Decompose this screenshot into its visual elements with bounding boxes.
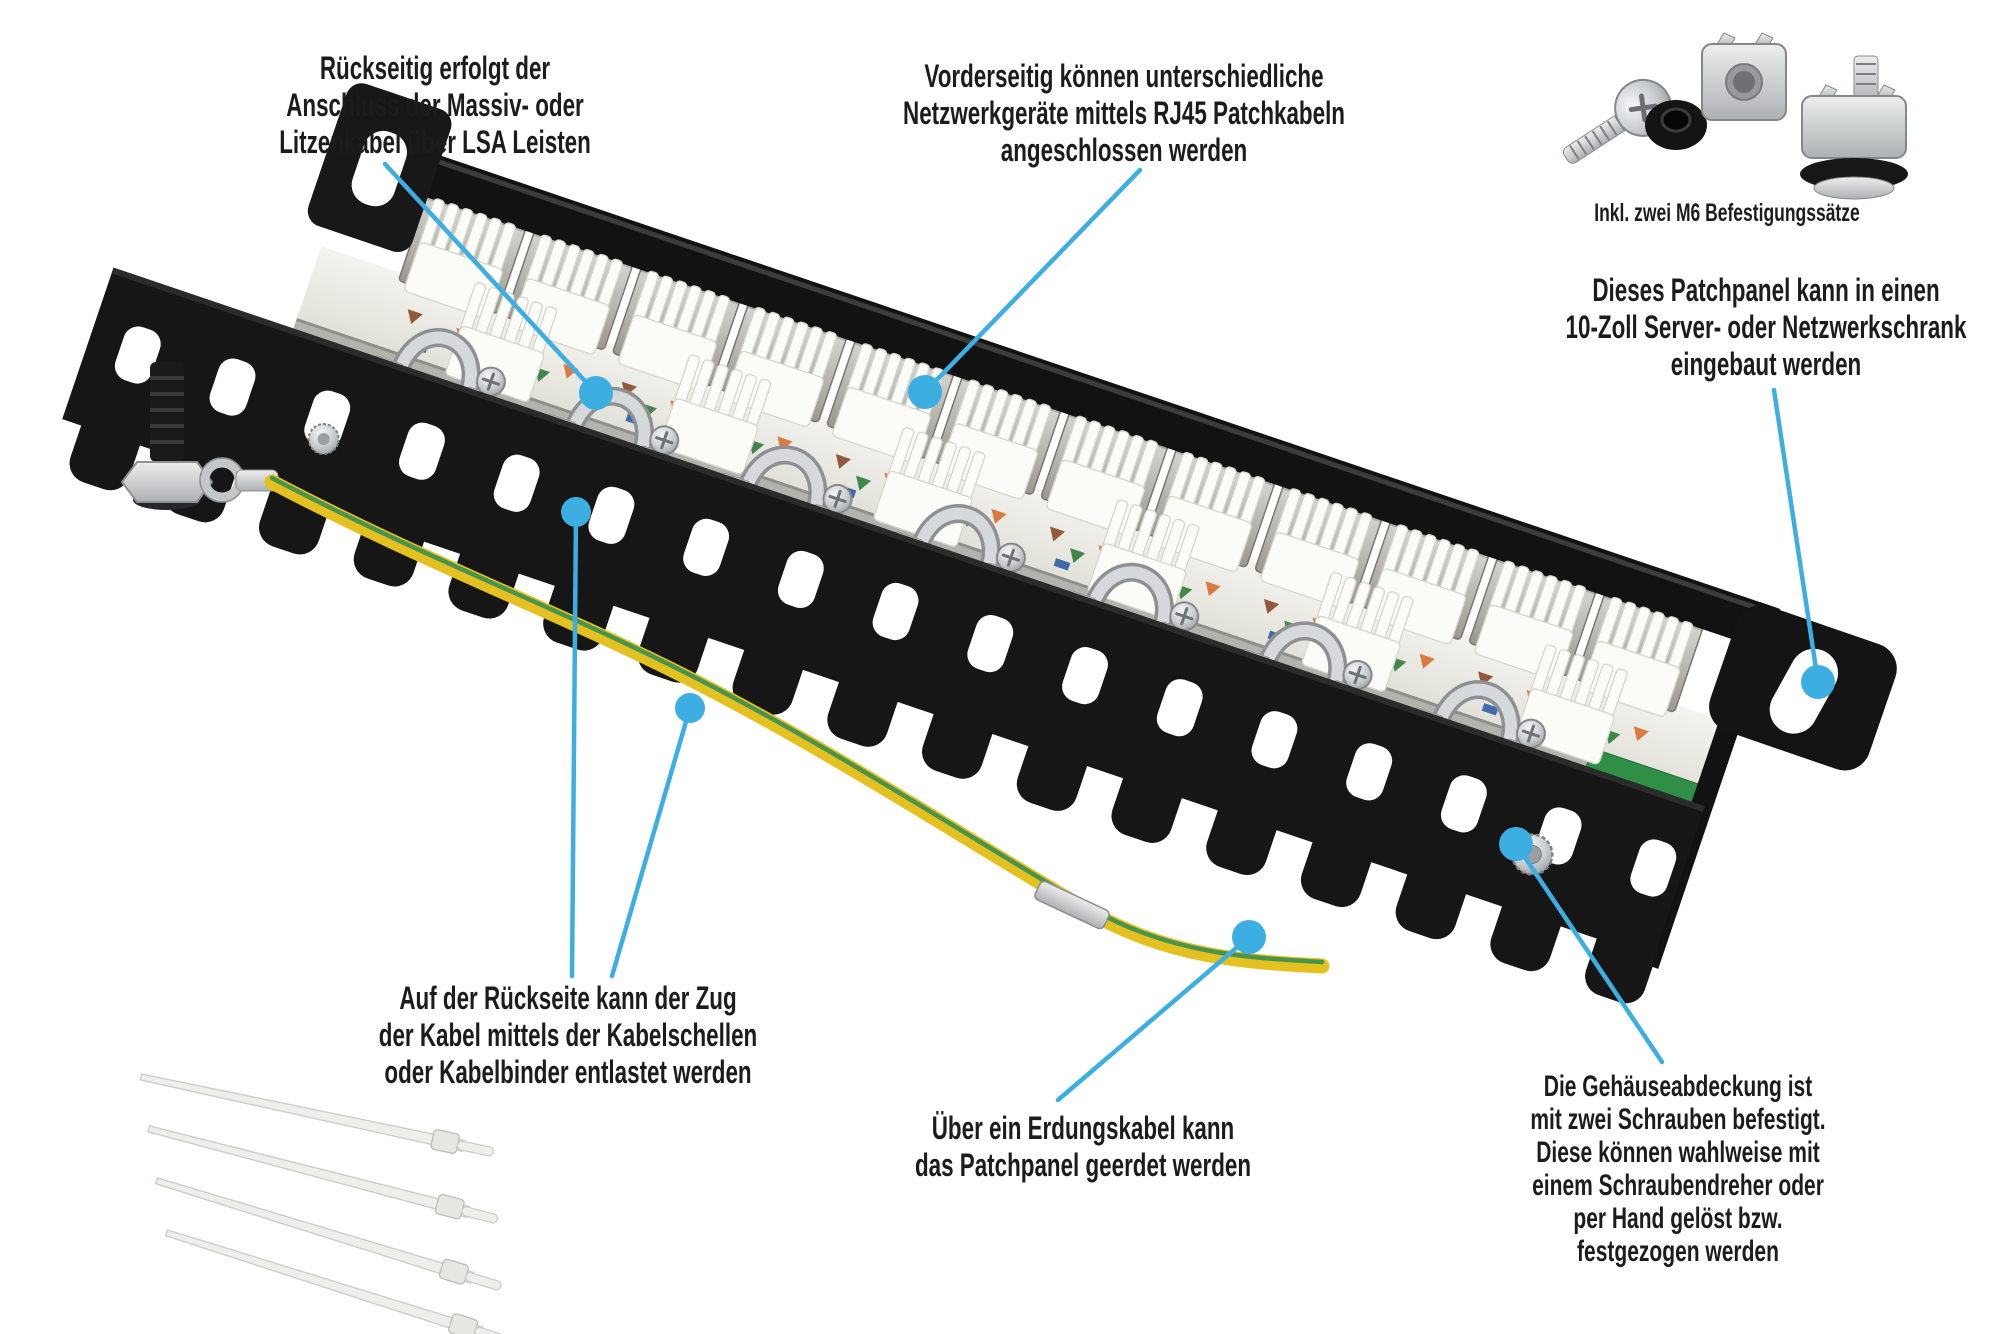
callout-dot-rack [1801,665,1835,699]
callout-line-front [922,167,1143,395]
callout-line-clamp [569,509,579,979]
annotation-grounding: Über ein Erdungskabel kann das Patchpane… [914,1110,1252,1183]
callout-dot-front [908,375,942,409]
callout-line-lsa [382,161,599,396]
annotation-rack-mount: Dieses Patchpanel kann in einen 10-Zoll … [1565,272,1967,382]
annotation-m6-caption: Inkl. zwei M6 Befestigungssätze [1594,199,1860,227]
callout-dot-lsa [579,376,613,410]
annotation-lsa-connection: Rückseitig erfolgt der Anschluss der Mas… [279,50,591,160]
annotation-strain-relief: Auf der Rückseite kann der Zug der Kabel… [378,980,758,1090]
m6-mounting-set [1562,32,1908,200]
housing-cover [62,267,1705,1009]
callout-dot-cover [1499,827,1533,861]
ground-cable [264,474,1330,974]
m6-washer-icon [1645,100,1707,150]
annotation-cover-screws: Die Gehäuseabdeckung ist mit zwei Schrau… [1530,1070,1826,1268]
callout-line-tooth [609,705,693,979]
callout-line-ground [1055,934,1252,1103]
m6-cage-nut-icon [1701,32,1787,121]
callout-dot-tooth [675,693,705,723]
callout-dot-ground [1232,920,1266,954]
front-rail [414,152,1779,650]
cable-ties [138,1066,514,1334]
callout-dot-clamp [561,497,591,527]
annotation-front-ports: Vorderseitig können unterschiedliche Net… [903,58,1345,168]
callouts [382,161,1835,1103]
callout-line-rack [1771,387,1821,685]
patch-panel [62,83,1781,1009]
m6-assembled-icon [1800,55,1908,200]
callout-line-cover [1513,841,1665,1065]
cable-lug [1034,880,1110,930]
mounting-ear-left [307,83,452,253]
cover-thumbscrew-left [307,423,340,456]
